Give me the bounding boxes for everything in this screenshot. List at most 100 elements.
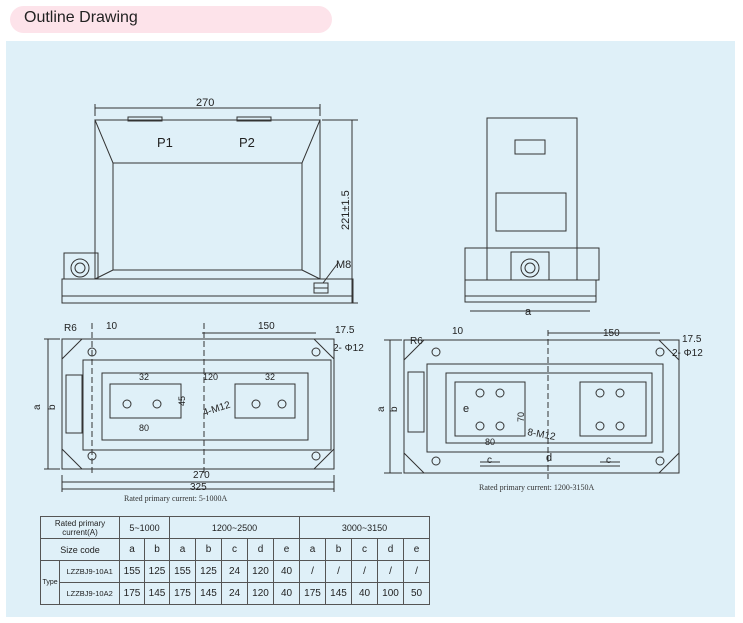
plan-left-inner [82, 359, 332, 451]
size-code-cell: b [195, 538, 222, 561]
dim-m12: 4-M12 [202, 399, 233, 418]
table-cell: 100 [377, 582, 404, 605]
dim-r6-right: R6 [410, 336, 423, 347]
table-cell: 125 [144, 560, 170, 583]
table-cell: 120 [247, 560, 274, 583]
plan-right-inner [426, 363, 664, 453]
dim-b-left: b [47, 404, 58, 410]
table-cell: 155 [169, 560, 196, 583]
side-secondary-box [510, 251, 550, 281]
size-code-cell: a [169, 538, 196, 561]
dim-32a: 32 [139, 372, 149, 382]
dim-c2: c [606, 455, 611, 466]
table-cell: 24 [221, 560, 248, 583]
front-body [94, 119, 321, 280]
table-cell: 175 [119, 582, 145, 605]
front-view [61, 104, 358, 304]
side-window [514, 139, 546, 155]
table-cell: 175 [299, 582, 326, 605]
dim-10: 10 [106, 321, 118, 332]
dim-hole: 2- Φ12 [333, 343, 364, 354]
side-panel [495, 192, 567, 232]
model-a2: LZZBJ9-10A2 [59, 582, 120, 605]
p1-label: P1 [157, 135, 173, 150]
front-width-label: 270 [196, 97, 214, 109]
table-cell: 155 [119, 560, 145, 583]
table-cell: 50 [403, 582, 430, 605]
type-label: Type [39, 560, 61, 605]
size-code-cell: a [299, 538, 326, 561]
table-cell: 145 [144, 582, 170, 605]
dim-45: 45 [177, 396, 187, 406]
table-cell: 145 [325, 582, 352, 605]
dim-70: 70 [516, 412, 526, 422]
size-code-cell: b [144, 538, 170, 561]
size-code-cell: b [325, 538, 352, 561]
table-cell: 175 [169, 582, 196, 605]
dim-10-right: 10 [452, 326, 464, 337]
row-header-current: Rated primary current(A) [40, 516, 120, 539]
table-cell: 40 [273, 582, 300, 605]
side-a-label: a [525, 306, 532, 318]
table-cell: 125 [195, 560, 222, 583]
table-cell: / [351, 560, 378, 583]
terminal-block-right [579, 381, 647, 437]
spec-table: Rated primary current(A) 5~1000 1200~250… [39, 516, 430, 605]
side-terminal [520, 258, 540, 278]
front-secondary-box [63, 252, 99, 280]
table-cell: / [377, 560, 404, 583]
caption-left: Rated primary current: 5-1000A [124, 494, 228, 503]
group-2: 1200~2500 [169, 516, 300, 539]
dim-150-right: 150 [603, 328, 620, 339]
size-code-cell: d [247, 538, 274, 561]
dim-m12-right: 8-M12 [526, 427, 556, 443]
dim-hole-right: 2- Φ12 [672, 348, 703, 359]
table-cell: 40 [273, 560, 300, 583]
group-3: 3000~3150 [299, 516, 430, 539]
group-1: 5~1000 [119, 516, 170, 539]
side-body [486, 117, 578, 281]
dim-32b: 32 [265, 372, 275, 382]
dim-a-left: a [32, 404, 43, 410]
size-code-cell: e [273, 538, 300, 561]
dim-17-5-right: 17.5 [682, 334, 702, 345]
section-title: Outline Drawing [24, 9, 138, 26]
table-cell: 145 [195, 582, 222, 605]
table-cell: / [299, 560, 326, 583]
size-code-cell: e [403, 538, 430, 561]
front-height-label: 221±1.5 [340, 190, 352, 230]
dim-80: 80 [139, 423, 149, 433]
dim-150: 150 [258, 321, 275, 332]
terminal-block-left [454, 381, 526, 437]
table-cell: 40 [351, 582, 378, 605]
table-cell: / [403, 560, 430, 583]
size-code-cell: a [119, 538, 145, 561]
terminal-block-left [109, 383, 182, 419]
plan-right-chamfer [403, 339, 680, 474]
terminal-circle [70, 258, 90, 278]
dim-325: 325 [190, 482, 207, 493]
size-code-label: Size code [40, 538, 120, 561]
dim-b-right: b [389, 406, 400, 412]
table-cell: / [325, 560, 352, 583]
size-code-cell: c [351, 538, 378, 561]
side-base-plate [464, 279, 597, 303]
dim-a-right: a [376, 406, 387, 412]
caption-right: Rated primary current: 1200-3150A [479, 483, 595, 492]
terminal-block-right [234, 383, 296, 419]
front-chamfer-top [94, 119, 321, 164]
side-view [464, 117, 600, 312]
p2-label: P2 [239, 135, 255, 150]
size-code-cell: d [377, 538, 404, 561]
dim-d: d [546, 452, 552, 464]
plan-left-chamfer [61, 338, 335, 470]
plan-left [44, 323, 335, 492]
front-base-plate [61, 278, 354, 304]
dim-e: e [463, 403, 469, 415]
size-code-cell: c [221, 538, 248, 561]
table-cell: 120 [247, 582, 274, 605]
plan-right [384, 330, 680, 479]
dim-17-5: 17.5 [335, 325, 355, 336]
section-header: Outline Drawing [10, 6, 332, 33]
